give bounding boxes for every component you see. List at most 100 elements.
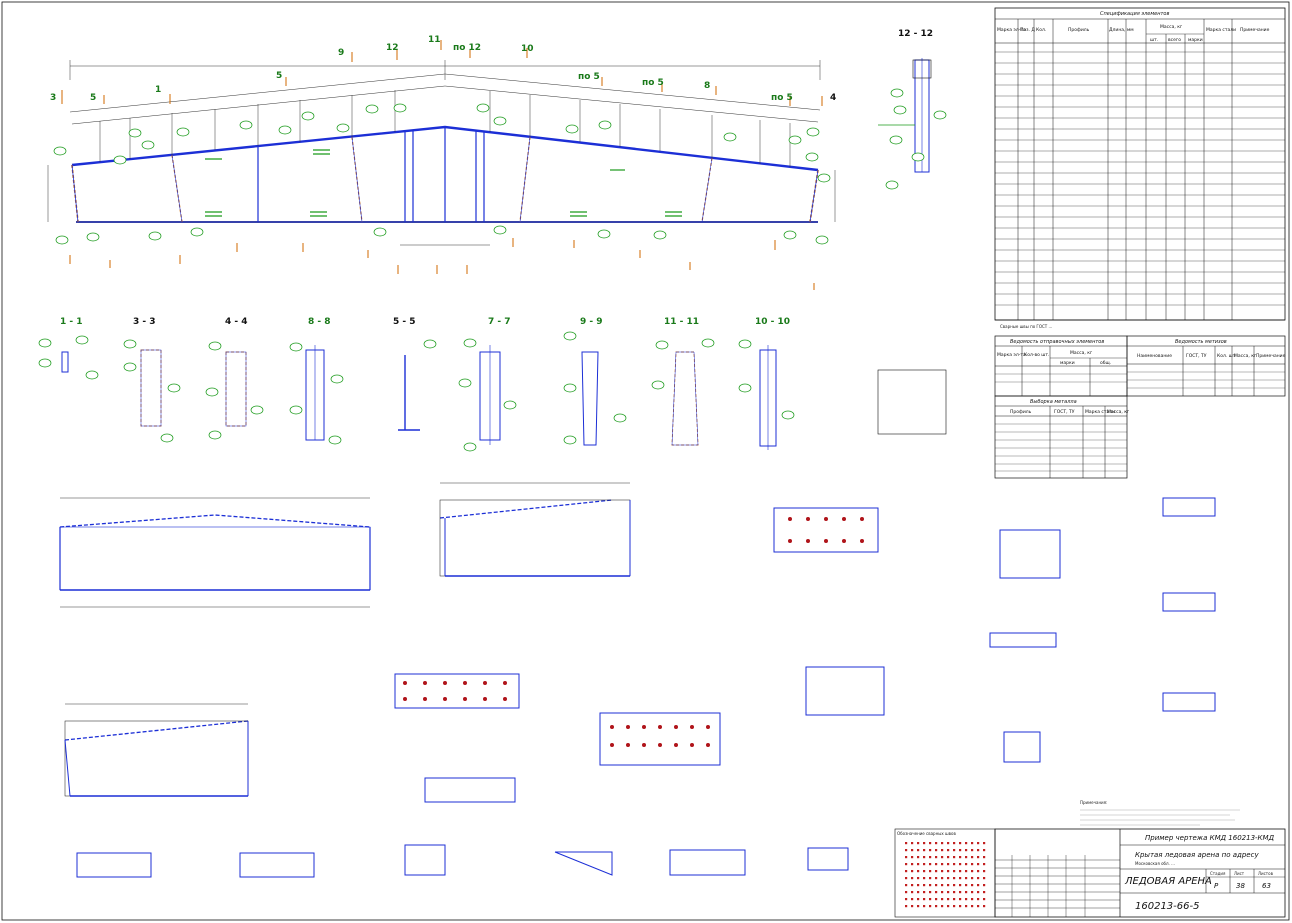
weld-mark: [929, 898, 932, 901]
weld-mark: [917, 877, 920, 880]
weld-mark: [983, 891, 986, 894]
profile-header-mass: Масса, кг: [1107, 409, 1130, 415]
weld-mark: [953, 870, 956, 873]
weld-mark: [929, 905, 932, 908]
section-title-12: 12 - 12: [898, 29, 933, 39]
weld-mark: [935, 877, 938, 880]
weld-mark: [911, 898, 914, 901]
section-details: 1 - 1 3 - 3 4 - 4 8 - 8 5 - 5 7 - 7 9 - …: [38, 317, 947, 452]
dispatch-header-qty: Кол-во шт.: [1024, 352, 1049, 358]
weld-mark: [953, 842, 956, 845]
weld-mark: [983, 870, 986, 873]
weld-mark: [923, 884, 926, 887]
weld-mark: [935, 863, 938, 866]
section-title-9: 9 - 9: [580, 317, 603, 327]
weld-mark: [947, 849, 950, 852]
weld-mark: [947, 905, 950, 908]
weld-mark: [977, 870, 980, 873]
hardware-table-title: Ведомость метизов: [1175, 339, 1227, 345]
weld-mark: [959, 870, 962, 873]
weld-mark: [935, 891, 938, 894]
title-sheet-label: Лист: [1234, 871, 1245, 876]
weld-mark: [917, 884, 920, 887]
weld-mark: [971, 884, 974, 887]
weld-mark: [941, 898, 944, 901]
weld-mark: [905, 891, 908, 894]
weld-mark: [959, 863, 962, 866]
weld-mark: [941, 856, 944, 859]
weld-mark: [941, 863, 944, 866]
weld-mark: [929, 877, 932, 880]
weld-mark: [923, 905, 926, 908]
weld-mark: [953, 849, 956, 852]
hardware-header-gost: ГОСТ, ТУ: [1186, 353, 1207, 359]
spec-header-mass: Масса, кг: [1160, 24, 1183, 30]
weld-mark: [965, 905, 968, 908]
weld-mark: [905, 898, 908, 901]
weld-mark: [977, 877, 980, 880]
section-title-8: 8 - 8: [308, 317, 331, 327]
weld-mark: [953, 884, 956, 887]
weld-mark: [941, 842, 944, 845]
section-label-5e: по 5: [771, 93, 793, 103]
weld-mark: [911, 884, 914, 887]
title-block: Пример чертежа КМД 160213-КМД Крытая лед…: [994, 828, 1286, 918]
weld-mark: [959, 877, 962, 880]
weld-mark: [983, 856, 986, 859]
weld-mark: [941, 877, 944, 880]
weld-mark: [971, 877, 974, 880]
weld-mark: [983, 863, 986, 866]
weld-mark: [941, 905, 944, 908]
weld-mark: [911, 877, 914, 880]
weld-mark: [923, 863, 926, 866]
title-code: 160213-66-5: [1135, 901, 1199, 912]
section-label-5d: по 5: [642, 78, 664, 88]
dispatch-header-mark: Марка эл-та: [997, 352, 1026, 358]
weld-mark: [971, 891, 974, 894]
section-title-10: 10 - 10: [755, 317, 790, 327]
weld-mark: [929, 842, 932, 845]
main-elevation: 3 5 1 5 9 12 11 по 12 10 по 5 по 5 8 по …: [47, 35, 836, 290]
weld-mark: [947, 842, 950, 845]
weld-mark: [929, 856, 932, 859]
weld-mark: [923, 891, 926, 894]
weld-mark: [917, 898, 920, 901]
weld-mark: [935, 870, 938, 873]
spec-table-headers: Марка эл-та Поз. Д Кол. Профиль Длина, м…: [997, 24, 1270, 43]
dispatch-table-title: Ведомость отправочных элементов: [1010, 339, 1104, 345]
weld-mark: [929, 884, 932, 887]
weld-mark: [971, 905, 974, 908]
weld-mark: [971, 849, 974, 852]
section-label-4: 4: [830, 93, 836, 103]
section-label-11: 11: [428, 35, 441, 45]
weld-mark: [983, 884, 986, 887]
weld-mark: [977, 884, 980, 887]
weld-mark: [947, 863, 950, 866]
hardware-header-mass: Масса, кг: [1234, 353, 1257, 359]
spec-header-mass-unit: шт.: [1150, 38, 1158, 43]
title-sheet: 38: [1236, 882, 1245, 890]
weld-mark: [923, 842, 926, 845]
weld-mark: [971, 898, 974, 901]
weld-mark: [965, 884, 968, 887]
weld-mark: [971, 870, 974, 873]
weld-mark: [917, 842, 920, 845]
section-title-1: 1 - 1: [60, 317, 83, 327]
weld-mark: [905, 884, 908, 887]
spec-header-mass-total: всего: [1168, 38, 1181, 43]
weld-mark: [959, 849, 962, 852]
section-label-5: 5: [90, 93, 96, 103]
weld-mark: [965, 891, 968, 894]
spec-table-title: Спецификация элементов: [1100, 11, 1169, 17]
weld-mark: [941, 884, 944, 887]
weld-mark: [977, 891, 980, 894]
hardware-header-qty: Кол. шт.: [1217, 353, 1237, 359]
title-project: Пример чертежа КМД 160213-КМД: [1145, 834, 1275, 842]
weld-mark: [941, 891, 944, 894]
title-stage: Р: [1214, 882, 1219, 890]
weld-mark: [971, 863, 974, 866]
title-subtitle-2: Московская обл. ...: [1135, 861, 1175, 866]
weld-mark: [959, 856, 962, 859]
welding-legend: Обозначение сварных швов: [894, 828, 996, 918]
weld-mark: [959, 842, 962, 845]
